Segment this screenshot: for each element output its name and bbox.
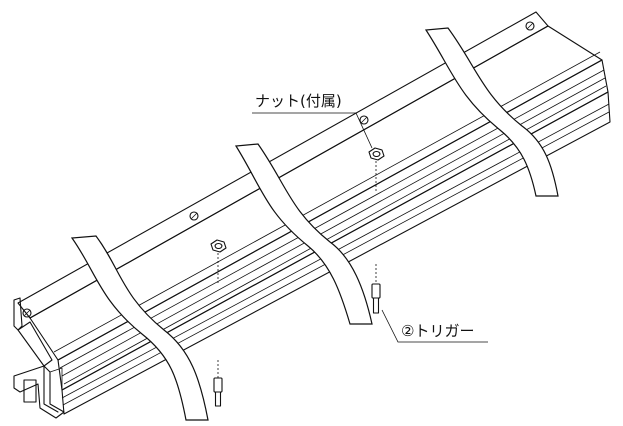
- trigger-callout: ②トリガー: [381, 309, 488, 343]
- flange-screw-1: [22, 308, 32, 318]
- trigger-bolt-left: [213, 360, 223, 407]
- rail-front-face: [61, 91, 611, 415]
- break-band-3: [424, 27, 559, 197]
- rail-end-profile: [13, 297, 65, 419]
- break-band-2: [234, 143, 373, 325]
- rail-profile: [13, 11, 611, 419]
- nut-callout: ナット(付属): [252, 92, 373, 149]
- break-band-1: [70, 235, 209, 421]
- trigger-label: ②トリガー: [401, 322, 474, 340]
- nut-left: [210, 239, 227, 284]
- nut-label: ナット(付属): [255, 92, 342, 110]
- flange-screw-4: [525, 21, 535, 31]
- flange-screw-3: [359, 115, 369, 125]
- flange-screw-2: [189, 211, 199, 221]
- rail-sloped-wall: [29, 25, 603, 361]
- nut-right: [368, 147, 385, 192]
- trigger-bolt-right: [371, 264, 381, 314]
